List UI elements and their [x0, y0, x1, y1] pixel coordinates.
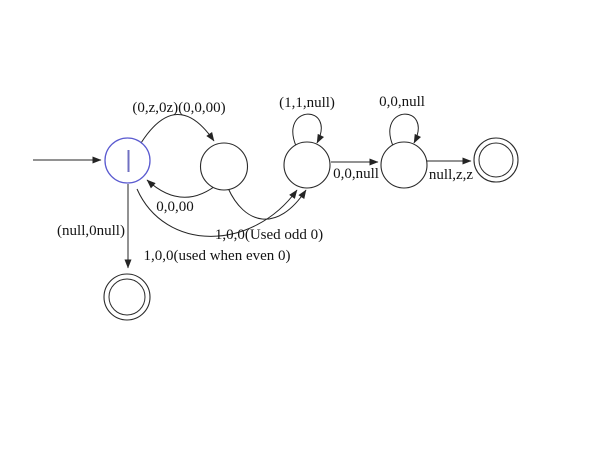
- edge-q1-q2[interactable]: [140, 114, 215, 144]
- edge-q2-q3[interactable]: [227, 187, 307, 220]
- state-q4[interactable]: [380, 141, 428, 189]
- edge-q1-q3[interactable]: [136, 188, 298, 237]
- state-accept-bottom-inner-ring: [108, 278, 146, 316]
- label-edge-q3-q4: 0,0,null: [333, 166, 379, 182]
- label-edge-q1-q3: 1,0,0(used when even 0): [143, 248, 290, 264]
- edge-q2-q1[interactable]: [146, 179, 220, 198]
- state-accept-right-inner-ring: [478, 142, 514, 178]
- label-edge-q2-q3: 1,0,0(Used odd 0): [215, 227, 323, 243]
- label-edge-q1-q6: (null,0null): [57, 223, 125, 239]
- self-loop-q3[interactable]: [292, 113, 324, 147]
- label-loop-q3: (1,1,null): [279, 95, 335, 111]
- state-accept-bottom[interactable]: [103, 273, 151, 321]
- label-edge-q4-q5: null,z,z: [429, 167, 473, 183]
- label-edge-q1-q2: (0,z,0z)(0,0,00): [132, 100, 225, 116]
- self-loop-q4[interactable]: [389, 113, 421, 147]
- state-q2[interactable]: [199, 142, 249, 191]
- label-edge-q2-q1: 0,0,00: [156, 199, 194, 215]
- state-q3[interactable]: [283, 141, 331, 189]
- label-loop-q4: 0,0,null: [379, 94, 425, 110]
- state-accept-right[interactable]: [473, 137, 519, 183]
